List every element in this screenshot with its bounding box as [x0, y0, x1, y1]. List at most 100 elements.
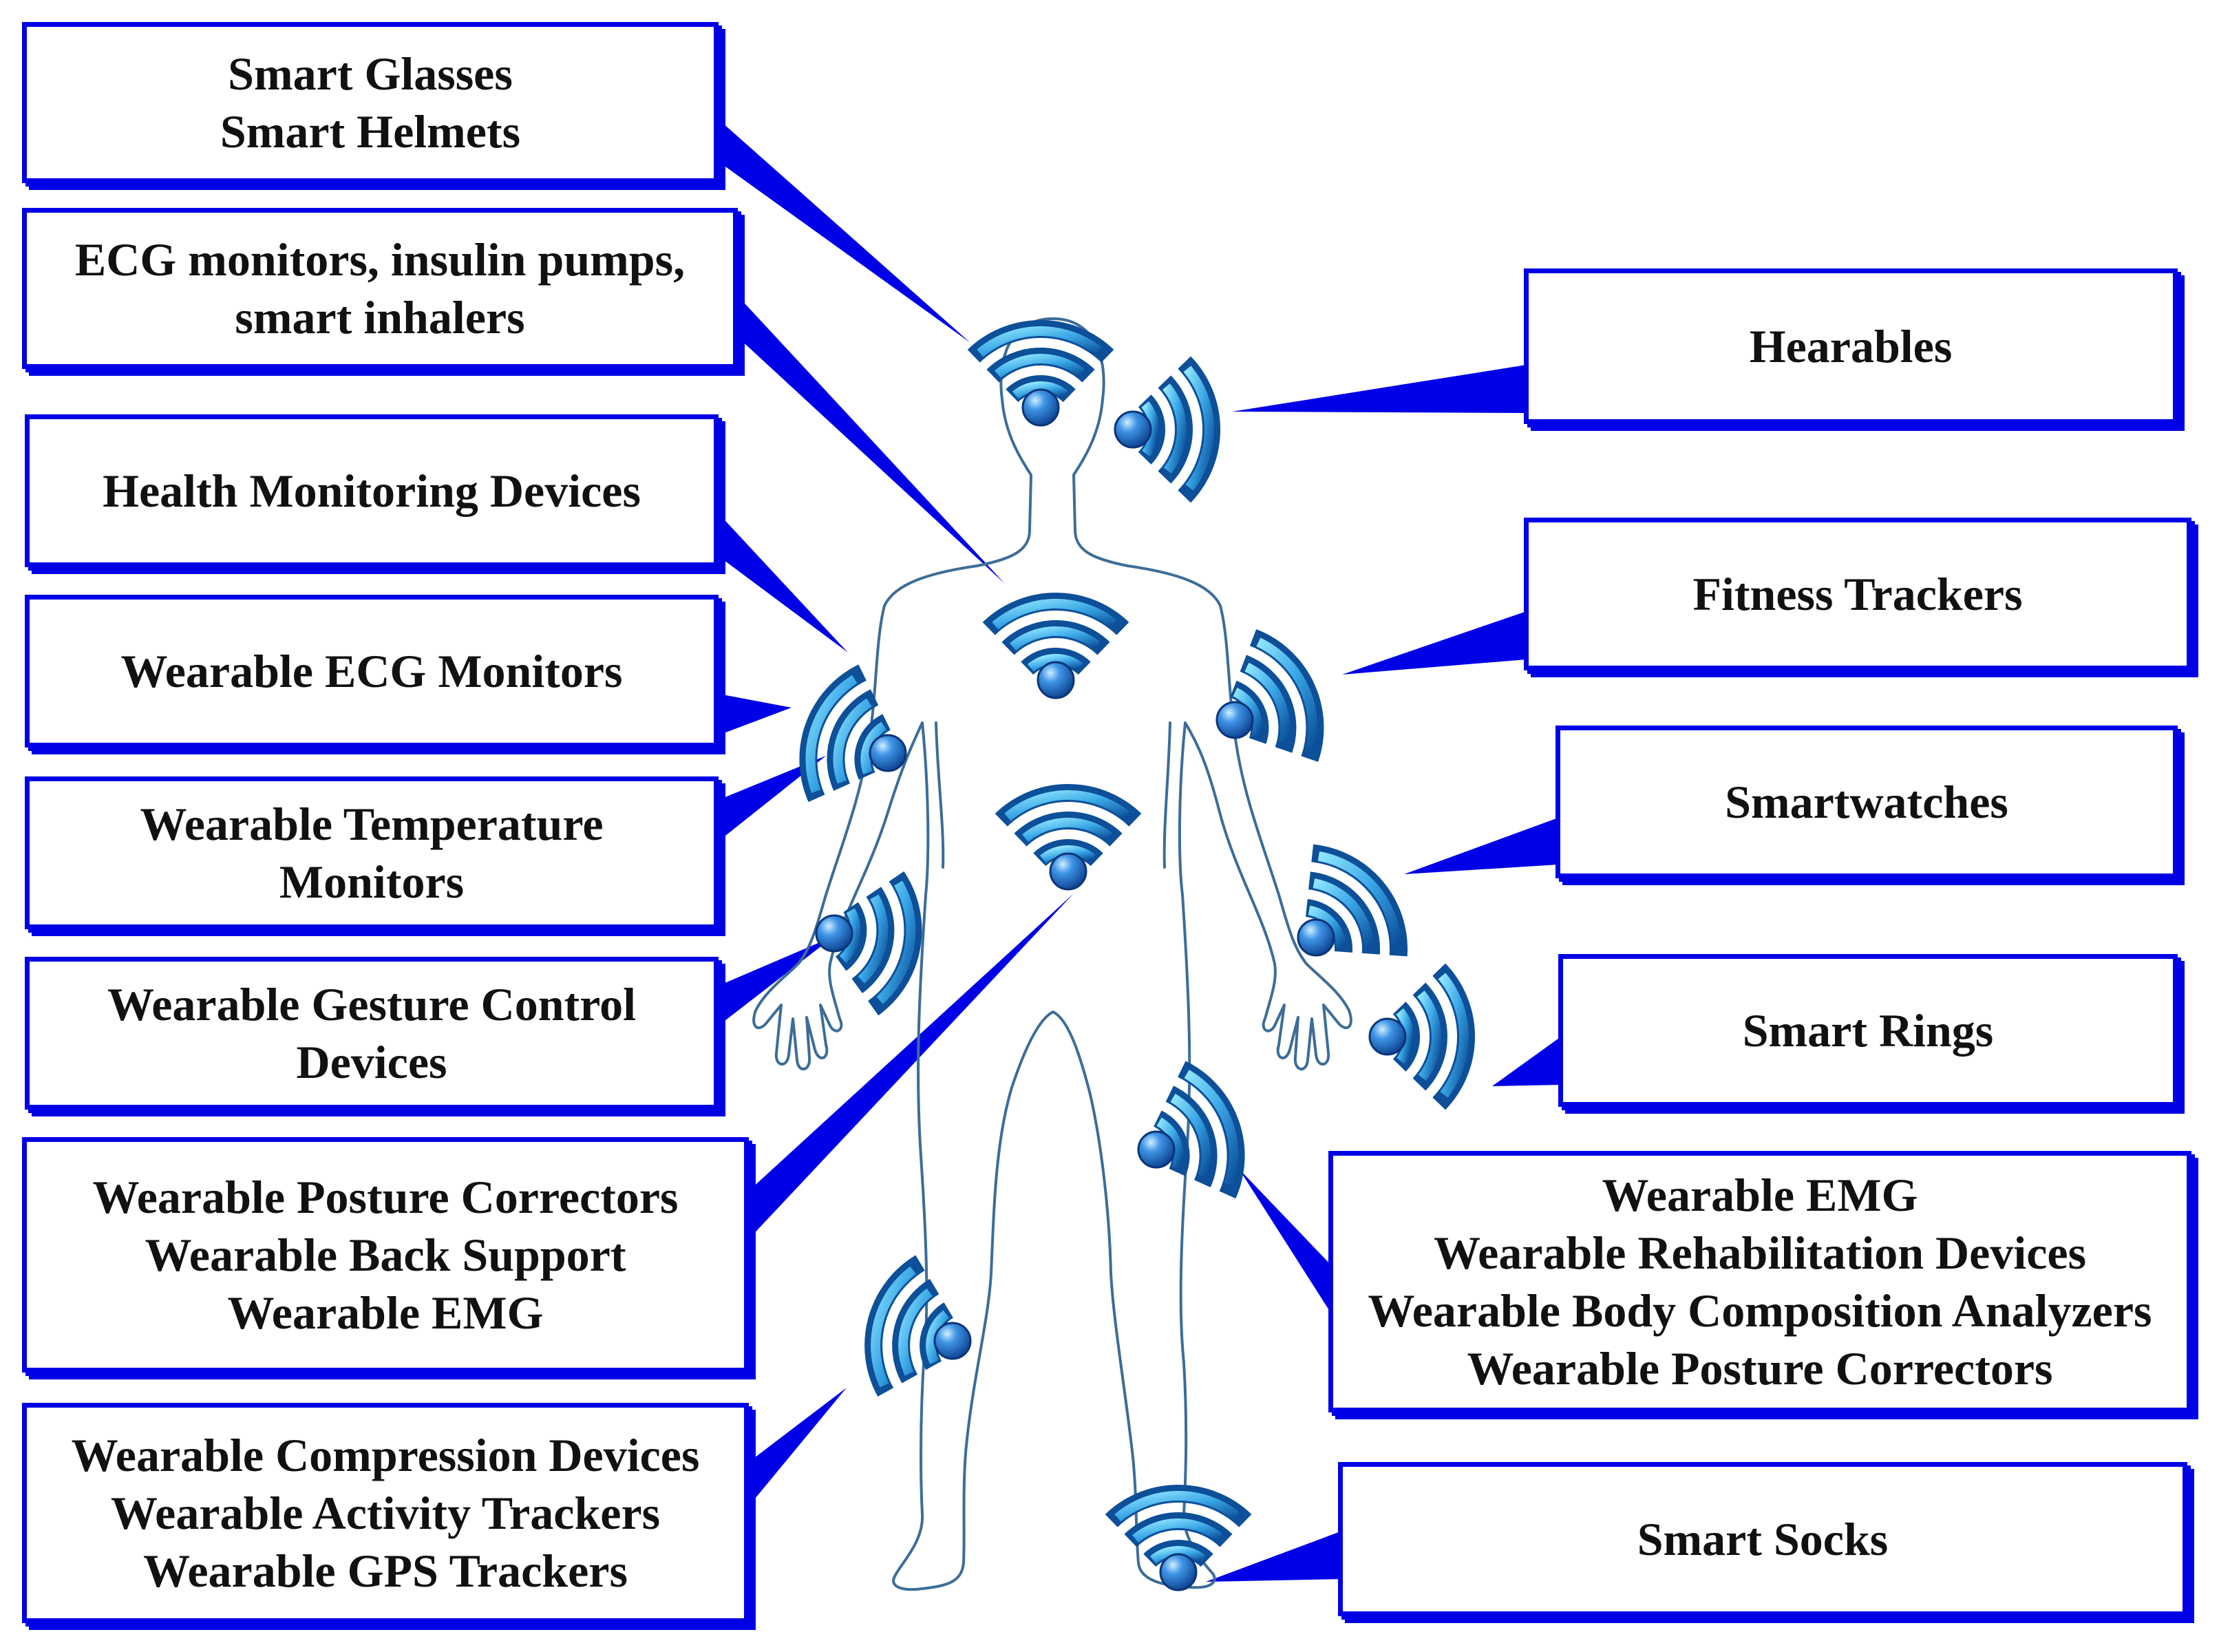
sensor-dot — [1215, 701, 1254, 739]
signal-arc-highlight — [1132, 1518, 1223, 1543]
callout-pointers — [716, 117, 1561, 1582]
label-line: Hearables — [1749, 320, 1953, 372]
signal-arc-highlight — [926, 1310, 950, 1364]
label-line: Wearable Rehabilitation Devices — [1433, 1227, 2087, 1279]
pointer-smart-socks — [1206, 1531, 1342, 1582]
signal-arc-highlight — [876, 880, 916, 1004]
signal-arc-highlight — [1039, 845, 1096, 863]
sensor-dot — [1159, 1553, 1198, 1591]
label-line: Wearable EMG — [1602, 1169, 1918, 1221]
label-line: Devices — [296, 1036, 447, 1088]
sensor-dot — [933, 1322, 972, 1360]
signal-arc-highlight — [1027, 654, 1083, 672]
label-line: Wearable Back Support — [145, 1229, 626, 1281]
label-smart-socks: Smart Socks — [1338, 1462, 2187, 1616]
pointer-health-monitor — [719, 513, 848, 653]
sensor-dot — [1137, 1130, 1176, 1169]
label-line: Fitness Trackers — [1692, 568, 2023, 620]
label-line: Wearable Posture Correctors — [1467, 1342, 2053, 1395]
label-line: Wearable Posture Correctors — [92, 1171, 679, 1223]
signal-arc-highlight — [1183, 366, 1214, 491]
label-line: Health Monitoring Devices — [103, 465, 641, 517]
sensor-right-shoulder-wireless-signal-icon — [1215, 629, 1324, 762]
sensor-head-wireless-signal-icon — [967, 319, 1114, 427]
pointer-emg-rehab — [1239, 1169, 1331, 1313]
signal-arc-highlight — [992, 599, 1117, 630]
signal-arc-highlight — [871, 1266, 916, 1388]
signal-arc-highlight — [1438, 973, 1469, 1098]
signal-arc-highlight — [1010, 626, 1101, 651]
signal-arc-highlight — [1149, 1546, 1206, 1564]
label-line: Wearable Gesture Control — [107, 978, 637, 1030]
signal-arc-highlight — [1004, 790, 1129, 821]
signal-arc-highlight — [805, 675, 858, 794]
sensor-left-knee-wireless-signal-icon — [864, 1255, 972, 1397]
pointer-wearable-ecg — [719, 694, 792, 735]
label-line: Wearable Compression Devices — [71, 1429, 700, 1481]
signal-arc-highlight — [1396, 1008, 1414, 1064]
wireless-sensors — [799, 319, 1476, 1591]
sensor-right-thigh-wireless-signal-icon — [1137, 1061, 1245, 1199]
pointer-smart-rings — [1492, 1037, 1561, 1086]
signal-arc-highlight — [1317, 851, 1401, 946]
sensor-dot — [1297, 918, 1335, 957]
signal-arc-highlight — [1244, 662, 1291, 744]
pointer-posture — [749, 893, 1074, 1239]
signal-arc-highlight — [1114, 1491, 1240, 1522]
sensor-left-shoulder-wireless-signal-icon — [799, 664, 907, 803]
sensor-chest-wireless-signal-icon — [982, 592, 1129, 699]
signal-arc-highlight — [1012, 381, 1068, 399]
label-wearable-emg-rehabilitation: Wearable EMG Wearable Rehabilitation Devi… — [1328, 1151, 2191, 1412]
signal-arc-highlight — [1184, 1070, 1239, 1187]
sensor-ear-wireless-signal-icon — [1114, 356, 1221, 503]
sensor-dot — [1021, 388, 1060, 427]
pointer-gesture — [719, 936, 834, 1026]
pointer-temperature — [719, 756, 826, 841]
signal-arc-highlight — [1156, 1117, 1184, 1169]
pointer-ecg-pumps — [738, 296, 1005, 584]
signal-arc-highlight — [1022, 818, 1113, 843]
label-fitness-trackers: Fitness Trackers — [1524, 518, 2191, 670]
sensor-dot — [815, 914, 853, 953]
label-line: ECG monitors, insulin pumps, — [74, 233, 686, 286]
label-smartwatches: Smartwatches — [1555, 726, 2178, 878]
sensor-dot — [869, 734, 907, 772]
human-body-outline-icon — [752, 317, 1352, 1591]
signal-arc-highlight — [995, 354, 1085, 379]
label-line: Smartwatches — [1725, 776, 2008, 828]
label-line: Wearable Activity Trackers — [110, 1487, 661, 1539]
label-line: Wearable ECG Monitors — [120, 645, 623, 697]
signal-arc-highlight — [1233, 687, 1263, 738]
signal-arc-highlight — [1141, 401, 1159, 457]
pointer-smart-glasses — [716, 117, 970, 343]
sensor-dot — [1114, 410, 1152, 449]
sensor-dot — [1037, 661, 1075, 699]
label-line: Smart Glasses — [228, 47, 513, 100]
label-health-monitoring-devices: Health Monitoring Devices — [25, 414, 719, 567]
signal-arc-highlight — [839, 908, 861, 964]
pointer-fitness — [1342, 611, 1527, 675]
signal-arc-highlight — [1313, 878, 1374, 947]
label-hearables: Hearables — [1524, 268, 2178, 424]
signal-arc-highlight — [858, 894, 889, 984]
signal-arc-highlight — [1162, 383, 1187, 474]
signal-arc-highlight — [860, 721, 887, 774]
sensor-abdomen-wireless-signal-icon — [995, 783, 1142, 891]
pointer-smartwatches — [1404, 818, 1558, 874]
signal-arc-highlight — [977, 326, 1102, 357]
label-ecg-monitors-insulin-pumps: ECG monitors, insulin pumps,smart inhale… — [22, 208, 738, 369]
pointer-hearables — [1232, 365, 1527, 413]
sensor-foot-wireless-signal-icon — [1105, 1484, 1252, 1591]
label-line: Wearable EMG — [227, 1286, 544, 1339]
label-line: Wearable Temperature — [140, 798, 604, 850]
signal-arc-highlight — [1170, 1093, 1211, 1178]
signal-arc-highlight — [898, 1288, 933, 1376]
signal-arc-highlight — [1416, 991, 1441, 1081]
label-smart-rings: Smart Rings — [1558, 954, 2178, 1107]
signal-arc-highlight — [1308, 905, 1346, 949]
